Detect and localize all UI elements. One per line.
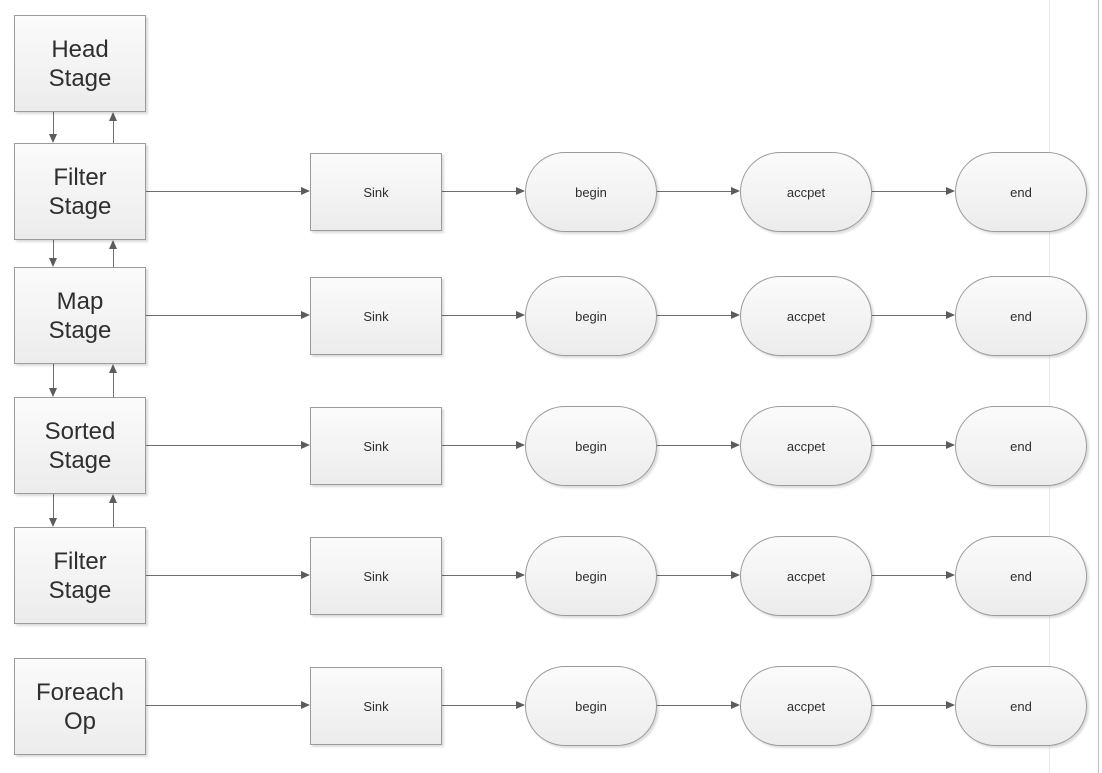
node-begin-1: begin xyxy=(525,152,657,232)
arrow-up-filter-to-head xyxy=(109,112,117,143)
arrow-accept-to-end-1 xyxy=(872,187,955,195)
arrow-begin-to-accept-2 xyxy=(657,311,740,319)
arrow-down-head-to-filter xyxy=(49,112,57,143)
arrow-stage-to-sink-2 xyxy=(146,311,310,319)
arrow-begin-to-accept-1 xyxy=(657,187,740,195)
node-end-3: end xyxy=(955,406,1087,486)
arrow-sink-to-begin-5 xyxy=(442,701,525,709)
arrow-down-sorted-to-filter xyxy=(49,494,57,527)
arrow-up-filter-to-sorted xyxy=(109,494,117,527)
node-sink-5: Sink xyxy=(310,667,442,745)
node-begin-2: begin xyxy=(525,276,657,356)
canvas-right-border xyxy=(1098,0,1099,773)
node-end-1: end xyxy=(955,152,1087,232)
node-accept-1: accpet xyxy=(740,152,872,232)
node-begin-4: begin xyxy=(525,536,657,616)
node-accept-3: accpet xyxy=(740,406,872,486)
node-filter-stage-2: Filter Stage xyxy=(14,527,146,624)
node-foreach-op: Foreach Op xyxy=(14,658,146,755)
node-end-4: end xyxy=(955,536,1087,616)
arrow-down-filter-to-map xyxy=(49,240,57,267)
arrow-accept-to-end-5 xyxy=(872,701,955,709)
node-map-stage: Map Stage xyxy=(14,267,146,364)
arrow-sink-to-begin-3 xyxy=(442,441,525,449)
node-accept-4: accpet xyxy=(740,536,872,616)
node-sink-2: Sink xyxy=(310,277,442,355)
arrow-up-sorted-to-map xyxy=(109,364,117,397)
node-sorted-stage: Sorted Stage xyxy=(14,397,146,494)
node-head-stage: Head Stage xyxy=(14,15,146,112)
node-begin-5: begin xyxy=(525,666,657,746)
arrow-up-map-to-filter xyxy=(109,240,117,267)
node-accept-2: accpet xyxy=(740,276,872,356)
arrow-begin-to-accept-3 xyxy=(657,441,740,449)
arrow-sink-to-begin-2 xyxy=(442,311,525,319)
arrow-down-map-to-sorted xyxy=(49,364,57,397)
node-end-5: end xyxy=(955,666,1087,746)
node-sink-4: Sink xyxy=(310,537,442,615)
arrow-accept-to-end-4 xyxy=(872,571,955,579)
arrow-begin-to-accept-5 xyxy=(657,701,740,709)
node-sink-3: Sink xyxy=(310,407,442,485)
node-end-2: end xyxy=(955,276,1087,356)
arrow-stage-to-sink-1 xyxy=(146,187,310,195)
arrow-stage-to-sink-5 xyxy=(146,701,310,709)
page-break-line xyxy=(1049,0,1050,773)
arrow-accept-to-end-3 xyxy=(872,441,955,449)
arrow-sink-to-begin-4 xyxy=(442,571,525,579)
node-accept-5: accpet xyxy=(740,666,872,746)
node-sink-1: Sink xyxy=(310,153,442,231)
arrow-sink-to-begin-1 xyxy=(442,187,525,195)
arrow-begin-to-accept-4 xyxy=(657,571,740,579)
node-begin-3: begin xyxy=(525,406,657,486)
arrow-accept-to-end-2 xyxy=(872,311,955,319)
node-filter-stage-1: Filter Stage xyxy=(14,143,146,240)
arrow-stage-to-sink-3 xyxy=(146,441,310,449)
arrow-stage-to-sink-4 xyxy=(146,571,310,579)
